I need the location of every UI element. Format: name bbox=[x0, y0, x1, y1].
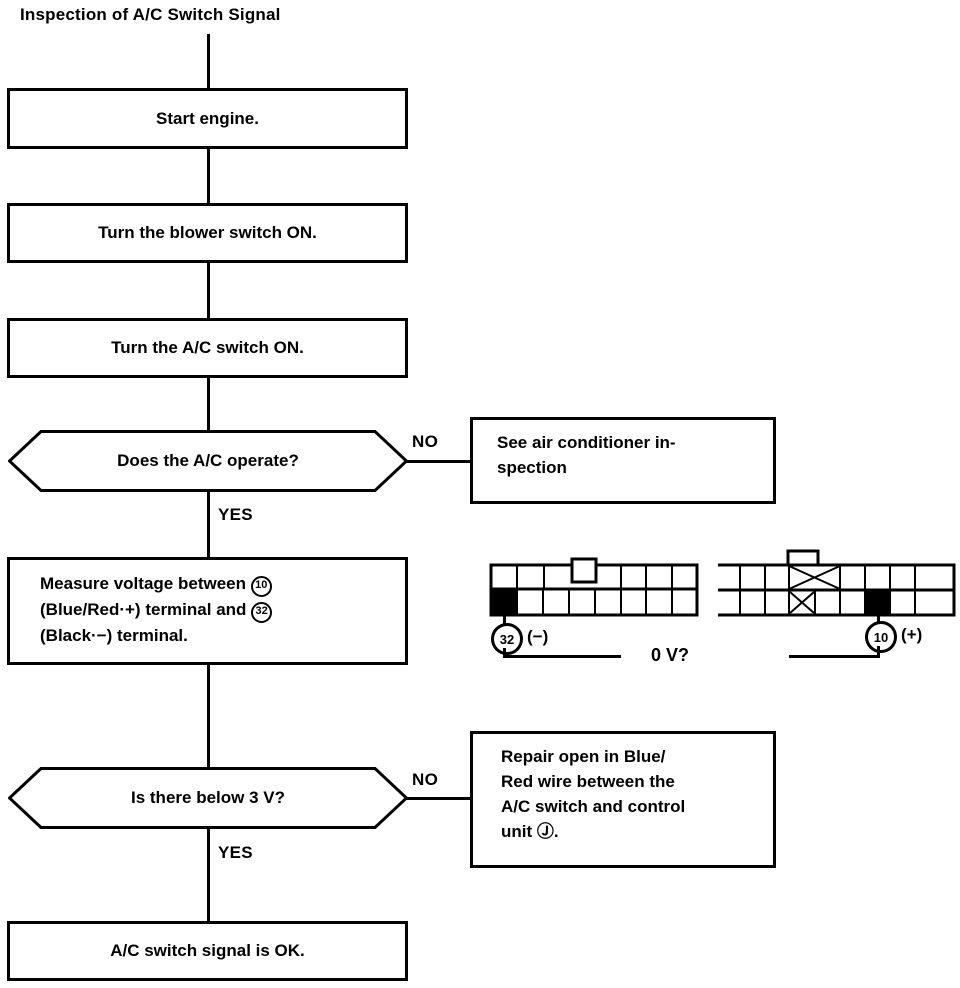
lead-line-32-horizontal bbox=[503, 655, 621, 658]
result-box-ac-switch-ok: A/C switch signal is OK. bbox=[7, 921, 408, 981]
branch-line-no-2 bbox=[405, 797, 473, 800]
decision-label: Is there below 3 V? bbox=[131, 788, 285, 807]
text-line: See air conditioner in- bbox=[497, 433, 676, 452]
branch-label-yes-2: YES bbox=[218, 843, 253, 862]
terminal-polarity-32: (−) bbox=[527, 627, 549, 646]
decision-does-ac-operate: Does the A/C operate? bbox=[8, 430, 408, 492]
result-label: A/C switch signal is OK. bbox=[110, 941, 305, 960]
circled-terminal-10: 10 bbox=[250, 576, 272, 597]
terminal-polarity-10: (+) bbox=[901, 625, 923, 644]
connector-title-to-start bbox=[207, 34, 210, 88]
decision-label: Does the A/C operate? bbox=[117, 451, 299, 470]
step-box-measure-voltage bbox=[7, 557, 408, 665]
connector-measure-to-decision2 bbox=[207, 665, 210, 769]
step-box-start-engine: Start engine. bbox=[7, 88, 408, 149]
lead-line-10-lower bbox=[877, 646, 880, 658]
step-label: Turn the A/C switch ON. bbox=[111, 338, 304, 357]
connector-acswitch-to-decision1 bbox=[207, 378, 210, 431]
text-line: Measure voltage between 10 bbox=[40, 571, 376, 597]
terminal-circle-10: 10 bbox=[865, 621, 897, 653]
lead-line-32 bbox=[503, 613, 506, 625]
branch-label-no-1: NO bbox=[412, 432, 439, 451]
text-line: unit Ⓙ. bbox=[501, 822, 559, 841]
text-line: (Black·−) terminal. bbox=[40, 626, 188, 645]
branch-label-yes-1: YES bbox=[218, 505, 253, 524]
connector-decision2-to-result bbox=[207, 828, 210, 921]
lead-line-10-horizontal bbox=[789, 655, 880, 658]
step-box-ac-switch: Turn the A/C switch ON. bbox=[7, 318, 408, 378]
circled-terminal-32: 32 bbox=[251, 602, 273, 623]
note-text-see-ac-inspection: See air conditioner in- spection bbox=[497, 430, 750, 480]
text-line: spection bbox=[497, 458, 567, 477]
note-text-repair-open-wire: Repair open in Blue/ Red wire between th… bbox=[501, 744, 749, 844]
connector-diagram-32 bbox=[488, 556, 700, 618]
measure-question-label: 0 V? bbox=[651, 645, 690, 665]
branch-label-no-2: NO bbox=[412, 770, 439, 789]
decision-below-3v: Is there below 3 V? bbox=[8, 767, 408, 829]
text-line: Red wire between the bbox=[501, 772, 675, 791]
terminal-circle-32: 32 bbox=[491, 623, 523, 655]
text-line: A/C switch and control bbox=[501, 797, 686, 816]
connector-decision1-to-measure bbox=[207, 491, 210, 557]
measure-voltage-text: Measure voltage between 10 (Blue/Red·+) … bbox=[40, 571, 376, 648]
branch-line-no-1 bbox=[405, 460, 473, 463]
step-label: Turn the blower switch ON. bbox=[98, 223, 317, 242]
step-box-blower-switch: Turn the blower switch ON. bbox=[7, 203, 408, 263]
step-label: Start engine. bbox=[156, 108, 259, 128]
connector-diagram-10 bbox=[718, 548, 956, 618]
lead-line-32-lower bbox=[503, 648, 506, 658]
connector-start-to-blower bbox=[207, 149, 210, 203]
connector-blower-to-acswitch bbox=[207, 263, 210, 318]
text-line: Repair open in Blue/ bbox=[501, 747, 666, 766]
page-title: Inspection of A/C Switch Signal bbox=[20, 5, 281, 24]
note-box-repair-open-wire bbox=[470, 731, 776, 868]
note-box-see-ac-inspection bbox=[470, 417, 776, 504]
lead-line-10 bbox=[877, 613, 880, 625]
text-line: (Blue/Red·+) terminal and 32 bbox=[40, 597, 376, 623]
